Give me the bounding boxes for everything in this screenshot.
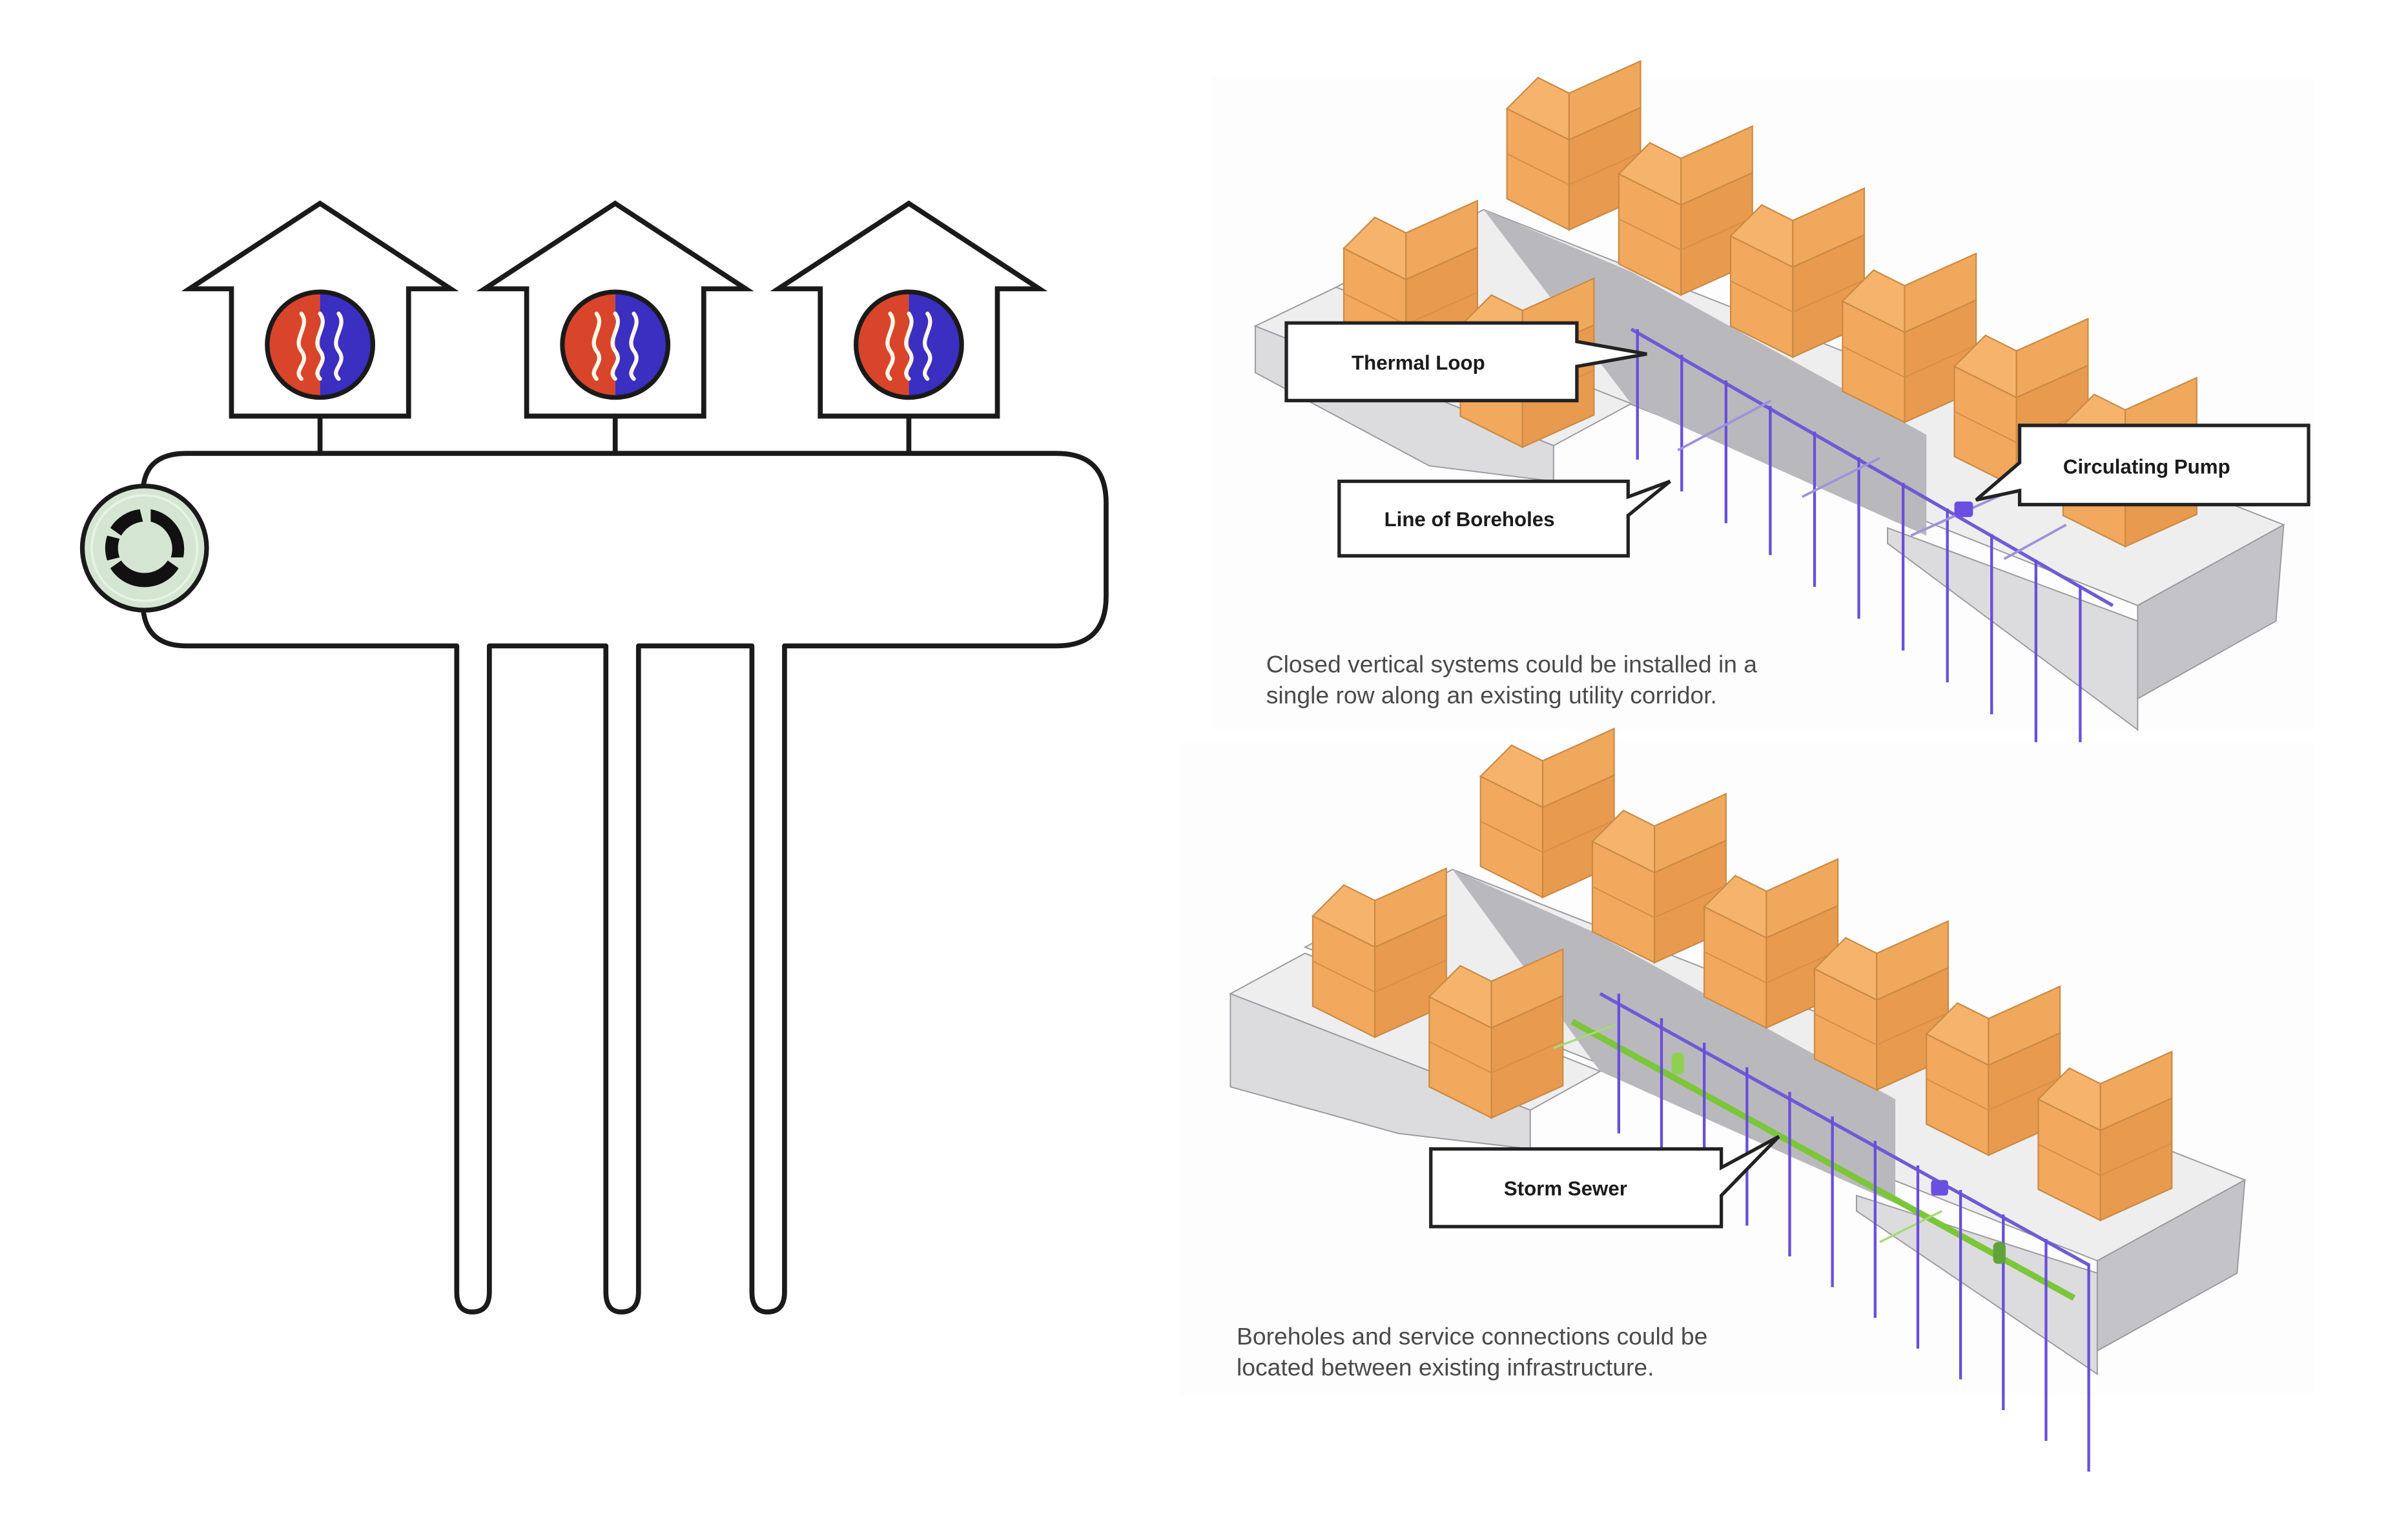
callout-label: Storm Sewer <box>1504 1178 1627 1200</box>
callout-circulating-pump: Circulating Pump <box>1975 424 2310 507</box>
circulating-pump-icon <box>1931 1180 1948 1196</box>
service-lateral <box>2003 524 2067 560</box>
left-thermal-network-diagram <box>79 200 1109 1314</box>
caption-line: Boreholes and service connections could … <box>1237 1323 1707 1350</box>
circulation-pump-icon <box>79 484 209 613</box>
callout-thermal-loop: Thermal Loop <box>1284 321 1647 403</box>
district-loop-pipe <box>140 451 1109 1314</box>
house-6 <box>2037 1050 2173 1222</box>
callout-line-of-boreholes: Line of Boreholes <box>1337 479 1671 558</box>
heat-wave-line <box>592 311 602 381</box>
storm-sewer-lateral <box>1879 1210 1943 1243</box>
callout-label: Circulating Pump <box>2063 455 2230 478</box>
house-left-1 <box>1312 867 1447 1039</box>
caption-line: single row along an existing utility cor… <box>1266 681 1717 708</box>
house-left-2 <box>1428 948 1564 1120</box>
ground-block-side <box>2137 524 2285 700</box>
heat-wave-line <box>610 311 620 381</box>
house-row <box>181 200 1048 419</box>
house-4 <box>1841 252 1977 424</box>
caption-line: Closed vertical systems could be install… <box>1266 650 1758 677</box>
heat-wave-line <box>904 311 914 381</box>
circulating-pump-icon <box>1954 501 1973 517</box>
ground-block-side <box>2096 1178 2246 1352</box>
heat-wave-line <box>315 311 325 381</box>
heat-pump-icon <box>560 289 671 400</box>
heat-wave-line <box>334 311 344 381</box>
house-4 <box>1813 920 1949 1091</box>
heat-pump-icon <box>853 289 964 400</box>
heat-wave-line <box>885 311 895 381</box>
heat-wave-line <box>629 311 639 381</box>
caption-line: located between existing infrastructure. <box>1237 1354 1654 1381</box>
house-outline-1 <box>181 200 459 419</box>
bottom-right-panel: Storm Sewer Boreholes and service connec… <box>1180 727 2315 1472</box>
callout-label: Line of Boreholes <box>1384 508 1555 531</box>
borehole-row <box>1617 994 2090 1472</box>
top-right-panel: Thermal Loop Line of Boreholes Circulati… <box>1211 59 2315 778</box>
house-outline-3 <box>770 200 1048 419</box>
storm-sewer-manhole-icon <box>1993 1242 2006 1264</box>
callout-label: Thermal Loop <box>1352 351 1485 374</box>
heat-wave-line <box>296 311 306 381</box>
borehole-row <box>1636 329 2082 778</box>
service-lateral <box>1677 399 1772 452</box>
house-outline-2 <box>476 200 754 419</box>
thermal-loop-pipe <box>1599 992 2091 1267</box>
house-row <box>1312 727 2173 1222</box>
storm-sewer-pipe <box>1570 1019 2076 1301</box>
storm-sewer-lateral <box>1553 1023 1616 1049</box>
heat-pump-icon <box>265 289 376 400</box>
ground-block-side <box>1887 527 2139 731</box>
service-lateral <box>1801 456 1880 498</box>
house-5 <box>1925 985 2061 1156</box>
callout-storm-sewer: Storm Sewer <box>1429 1135 1780 1229</box>
heat-wave-line <box>922 311 932 381</box>
storm-sewer-manhole-icon <box>1671 1052 1684 1075</box>
thermal-loop-pipe <box>1630 327 2114 608</box>
